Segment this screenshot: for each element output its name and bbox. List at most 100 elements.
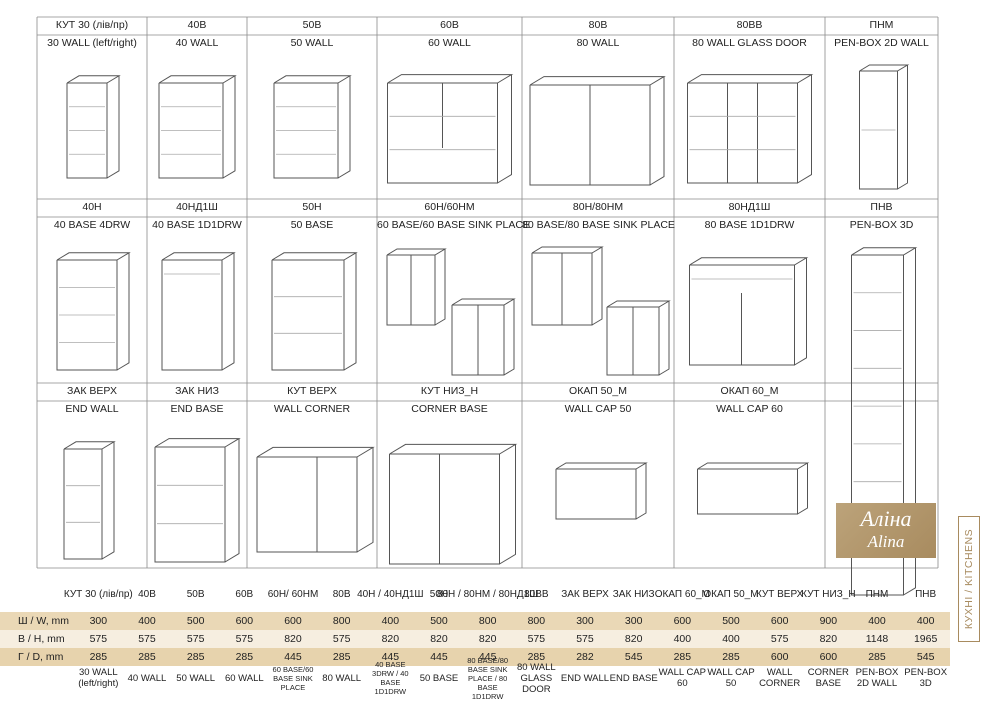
wall-cabinet-narrow-icon: [66, 75, 121, 179]
cabinet-name: 80 BASE 1D1DRW: [704, 219, 795, 231]
table-cell-d: 282: [576, 651, 594, 663]
table-cell-h: 575: [89, 633, 108, 645]
base-cabinet-wide-drawer-icon: [689, 257, 809, 366]
table-cell-w: 600: [284, 615, 302, 627]
cabinet-drawing: [522, 53, 674, 199]
table-cell-d: 445: [478, 651, 497, 663]
table-band-h: [0, 630, 950, 648]
cabinet-drawing: [377, 235, 522, 383]
table-col-head: 80В: [332, 588, 351, 600]
table-cell-h: 820: [381, 633, 400, 645]
cabinet-code: 60В: [440, 19, 459, 31]
base-cabinet-pair-icon: [386, 248, 516, 376]
table-cell-h: 575: [770, 633, 789, 645]
side-label-text: КУХНІ / KITCHENS: [963, 528, 975, 630]
cabinet-name: 80 WALL: [576, 37, 620, 49]
cabinet-drawing: [674, 235, 825, 383]
table-cell-h: 1965: [913, 633, 938, 645]
table-cell-w: 800: [527, 615, 546, 627]
table-cell-d: 445: [430, 651, 448, 663]
cabinet-name: 80 BASE/80 BASE SINK PLACE: [522, 219, 675, 231]
cabinet-drawing: [147, 419, 247, 568]
table-cell-w: 600: [673, 615, 692, 627]
table-cell-d: 285: [868, 651, 886, 663]
cabinet-code: ПНМ: [869, 19, 894, 31]
table-col-foot: WALL CAP 60: [658, 667, 706, 689]
table-col-foot: WALL CORNER: [759, 667, 801, 689]
wall-cap-wide-icon: [697, 462, 810, 515]
table-cell-w: 800: [478, 615, 497, 627]
table-col-head: 40Н / 40НД1Ш: [357, 588, 424, 600]
table-col-foot: 30 WALL (left/right): [78, 667, 119, 689]
cabinet-drawing: [147, 235, 247, 383]
table-cell-w: 300: [624, 615, 643, 627]
cabinet-drawing: [247, 53, 377, 199]
cabinet-code: КУТ ВЕРХ: [287, 385, 337, 397]
table-col-foot: PEN-BOX 3D: [904, 667, 948, 689]
wall-corner-icon: [256, 446, 375, 553]
table-col-head: ПНМ: [865, 588, 889, 600]
table-cell-h: 575: [138, 633, 156, 645]
cabinet-drawing: [377, 419, 522, 568]
table-col-head: ЗАК НИЗ: [612, 588, 655, 600]
cabinet-drawing: [247, 419, 377, 568]
table-cell-h: 575: [576, 633, 594, 645]
cabinet-code: 80Н/80НМ: [572, 201, 624, 213]
wall-cabinet-icon: [273, 75, 352, 179]
base-cabinet-door-drawer-icon: [161, 252, 236, 371]
row-label-h: В / H, mm: [18, 633, 65, 645]
cabinet-code: ПНВ: [870, 201, 893, 213]
table-col-head: ОКАП 60_М: [654, 588, 710, 600]
cabinet-name: 60 WALL: [428, 37, 471, 49]
table-col-foot: 80 BASE/80 BASE SINK PLACE / 80 BASE 1D1…: [467, 655, 509, 701]
cabinet-code: ОКАП 60_М: [720, 385, 779, 397]
table-cell-w: 300: [576, 615, 594, 627]
table-cell-d: 285: [527, 651, 546, 663]
table-col-head: 80Н / 80НМ / 80НД1Ш: [436, 588, 539, 600]
table-col-foot: 60 BASE/60 BASE SINK PLACE: [272, 664, 314, 692]
table-col-foot: WALL CAP 50: [707, 667, 755, 689]
cabinet-name: WALL CAP 50: [564, 403, 632, 415]
table-cell-d: 445: [284, 651, 302, 663]
table-cell-d: 445: [381, 651, 400, 663]
table-cell-h: 820: [624, 633, 643, 645]
cabinet-code: КУТ НИЗ_Н: [420, 385, 479, 397]
logo-text-en: Alina: [867, 532, 905, 551]
row-label-d: Г / D, mm: [18, 651, 64, 663]
cabinet-drawing: [674, 419, 825, 568]
table-col-foot: 80 WALL GLASS DOOR: [516, 661, 556, 695]
table-col-foot: END WALL: [560, 672, 610, 684]
table-col-foot: 40 WALL: [127, 672, 167, 684]
table-cell-w: 600: [235, 615, 254, 627]
table-col-head: ПНВ: [915, 588, 937, 600]
table-col-head: ЗАК ВЕРХ: [561, 588, 609, 600]
table-col-head: 40В: [138, 588, 156, 600]
end-wall-shelf-icon: [63, 441, 116, 560]
table-cell-h: 1148: [865, 633, 889, 645]
wall-cabinet-rack-icon: [387, 74, 514, 184]
table-col-head: ОКАП 50_М: [703, 588, 759, 600]
corner-base-icon: [389, 443, 518, 565]
cabinet-name: 30 WALL (left/right): [47, 37, 137, 49]
table-cell-w: 500: [430, 615, 448, 627]
table-cell-w: 900: [819, 615, 838, 627]
table-cell-d: 600: [819, 651, 838, 663]
table-cell-h: 575: [235, 633, 254, 645]
table-cell-h: 820: [430, 633, 448, 645]
wall-cabinet-glass-icon: [687, 74, 814, 184]
cabinet-name: PEN-BOX 2D WALL: [834, 37, 929, 49]
table-cell-h: 820: [478, 633, 497, 645]
table-cell-w: 500: [186, 615, 205, 627]
cabinet-name: 50 WALL: [290, 37, 334, 49]
cabinet-code: ЗАК НИЗ: [175, 385, 219, 397]
table-cell-w: 500: [722, 615, 740, 627]
cabinet-name: WALL CORNER: [273, 403, 351, 415]
table-col-foot: 50 WALL: [176, 672, 216, 684]
cabinet-code: 40Н: [82, 201, 102, 213]
table-cell-h: 575: [186, 633, 205, 645]
cabinet-code: ЗАК ВЕРХ: [67, 385, 117, 397]
table-cell-w: 400: [868, 615, 886, 627]
table-col-foot: CORNER BASE: [807, 667, 849, 689]
